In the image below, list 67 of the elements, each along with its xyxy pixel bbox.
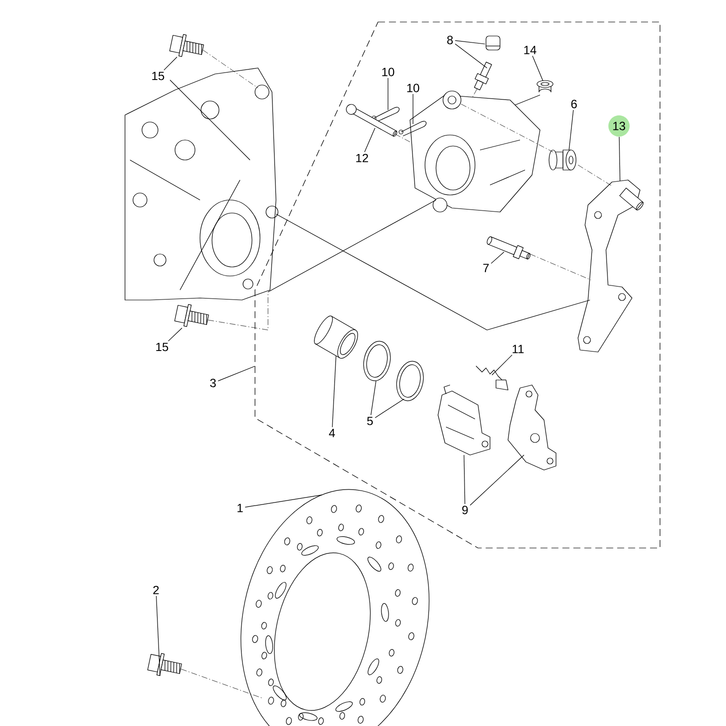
callout-number: 7 (483, 264, 489, 272)
cap-drawing (486, 36, 500, 50)
callout-number: 11 (512, 344, 524, 354)
leader-line (492, 354, 512, 376)
callout-number: 1 (238, 504, 243, 512)
piston-drawing (314, 316, 358, 359)
assembly-line (460, 104, 554, 152)
slide-pin-drawing (486, 236, 530, 260)
boot-drawing (536, 80, 554, 92)
shim-plate-drawing (508, 384, 556, 470)
seal-ring-drawing (396, 360, 424, 402)
assembly-line (472, 88, 478, 98)
callout-number: 10 (407, 84, 420, 92)
clip-drawing (372, 106, 400, 122)
leader-line (618, 136, 620, 182)
callout-number: 12 (356, 154, 368, 162)
clip-drawing (398, 120, 426, 136)
callout-number: 15 (152, 72, 164, 80)
hub-carrier-drawing (124, 68, 278, 300)
bolt-drawing (169, 34, 204, 57)
leader-line (156, 596, 160, 676)
callout-number: 6 (571, 100, 577, 108)
brake-pad-drawing (438, 384, 490, 456)
leader-line (568, 110, 574, 150)
leader-line (164, 56, 178, 70)
bolt-drawing (174, 304, 209, 327)
leader-line (464, 454, 466, 504)
assembly-line (394, 134, 412, 144)
leader-line (532, 56, 544, 82)
assembly-line (208, 292, 268, 330)
callout-number: 9 (462, 506, 468, 514)
bolt-drawing (147, 653, 182, 676)
spring-drawing (476, 366, 508, 390)
bushing-drawing (548, 150, 576, 170)
highlighted-callout-number: 13 (608, 115, 630, 137)
callout-number: 4 (328, 428, 335, 438)
assembly-line (578, 164, 612, 186)
callout-number: 3 (210, 378, 216, 388)
assembly-line (180, 668, 262, 698)
leader-line (168, 328, 182, 342)
assembly-line (276, 214, 590, 330)
caliper-drawing (410, 90, 540, 212)
assembly-line (530, 254, 592, 280)
assembly-line (202, 50, 258, 88)
leader-line (470, 454, 524, 506)
leader-line (364, 128, 376, 152)
leader-line (332, 356, 336, 428)
leader-line (490, 252, 504, 264)
pin-drawing (346, 104, 398, 137)
callout-number: 14 (524, 46, 536, 54)
callout-number: 10 (382, 68, 394, 76)
leader-line (454, 40, 486, 44)
leader-line (454, 44, 488, 68)
leader-line (374, 398, 404, 418)
leader-line (244, 494, 322, 508)
callout-number: 2 (153, 586, 159, 594)
leader-line (218, 366, 255, 382)
leader-line (412, 94, 414, 124)
callout-number: 5 (367, 416, 373, 426)
seal-ring-drawing (363, 340, 391, 382)
bracket-drawing (578, 180, 644, 352)
callout-number: 8 (447, 36, 453, 44)
bleed-screw-drawing (474, 62, 492, 90)
dashed-outline (254, 22, 660, 548)
leader-line (370, 380, 376, 416)
callout-number: 15 (156, 342, 168, 352)
assembly-line (514, 94, 540, 106)
